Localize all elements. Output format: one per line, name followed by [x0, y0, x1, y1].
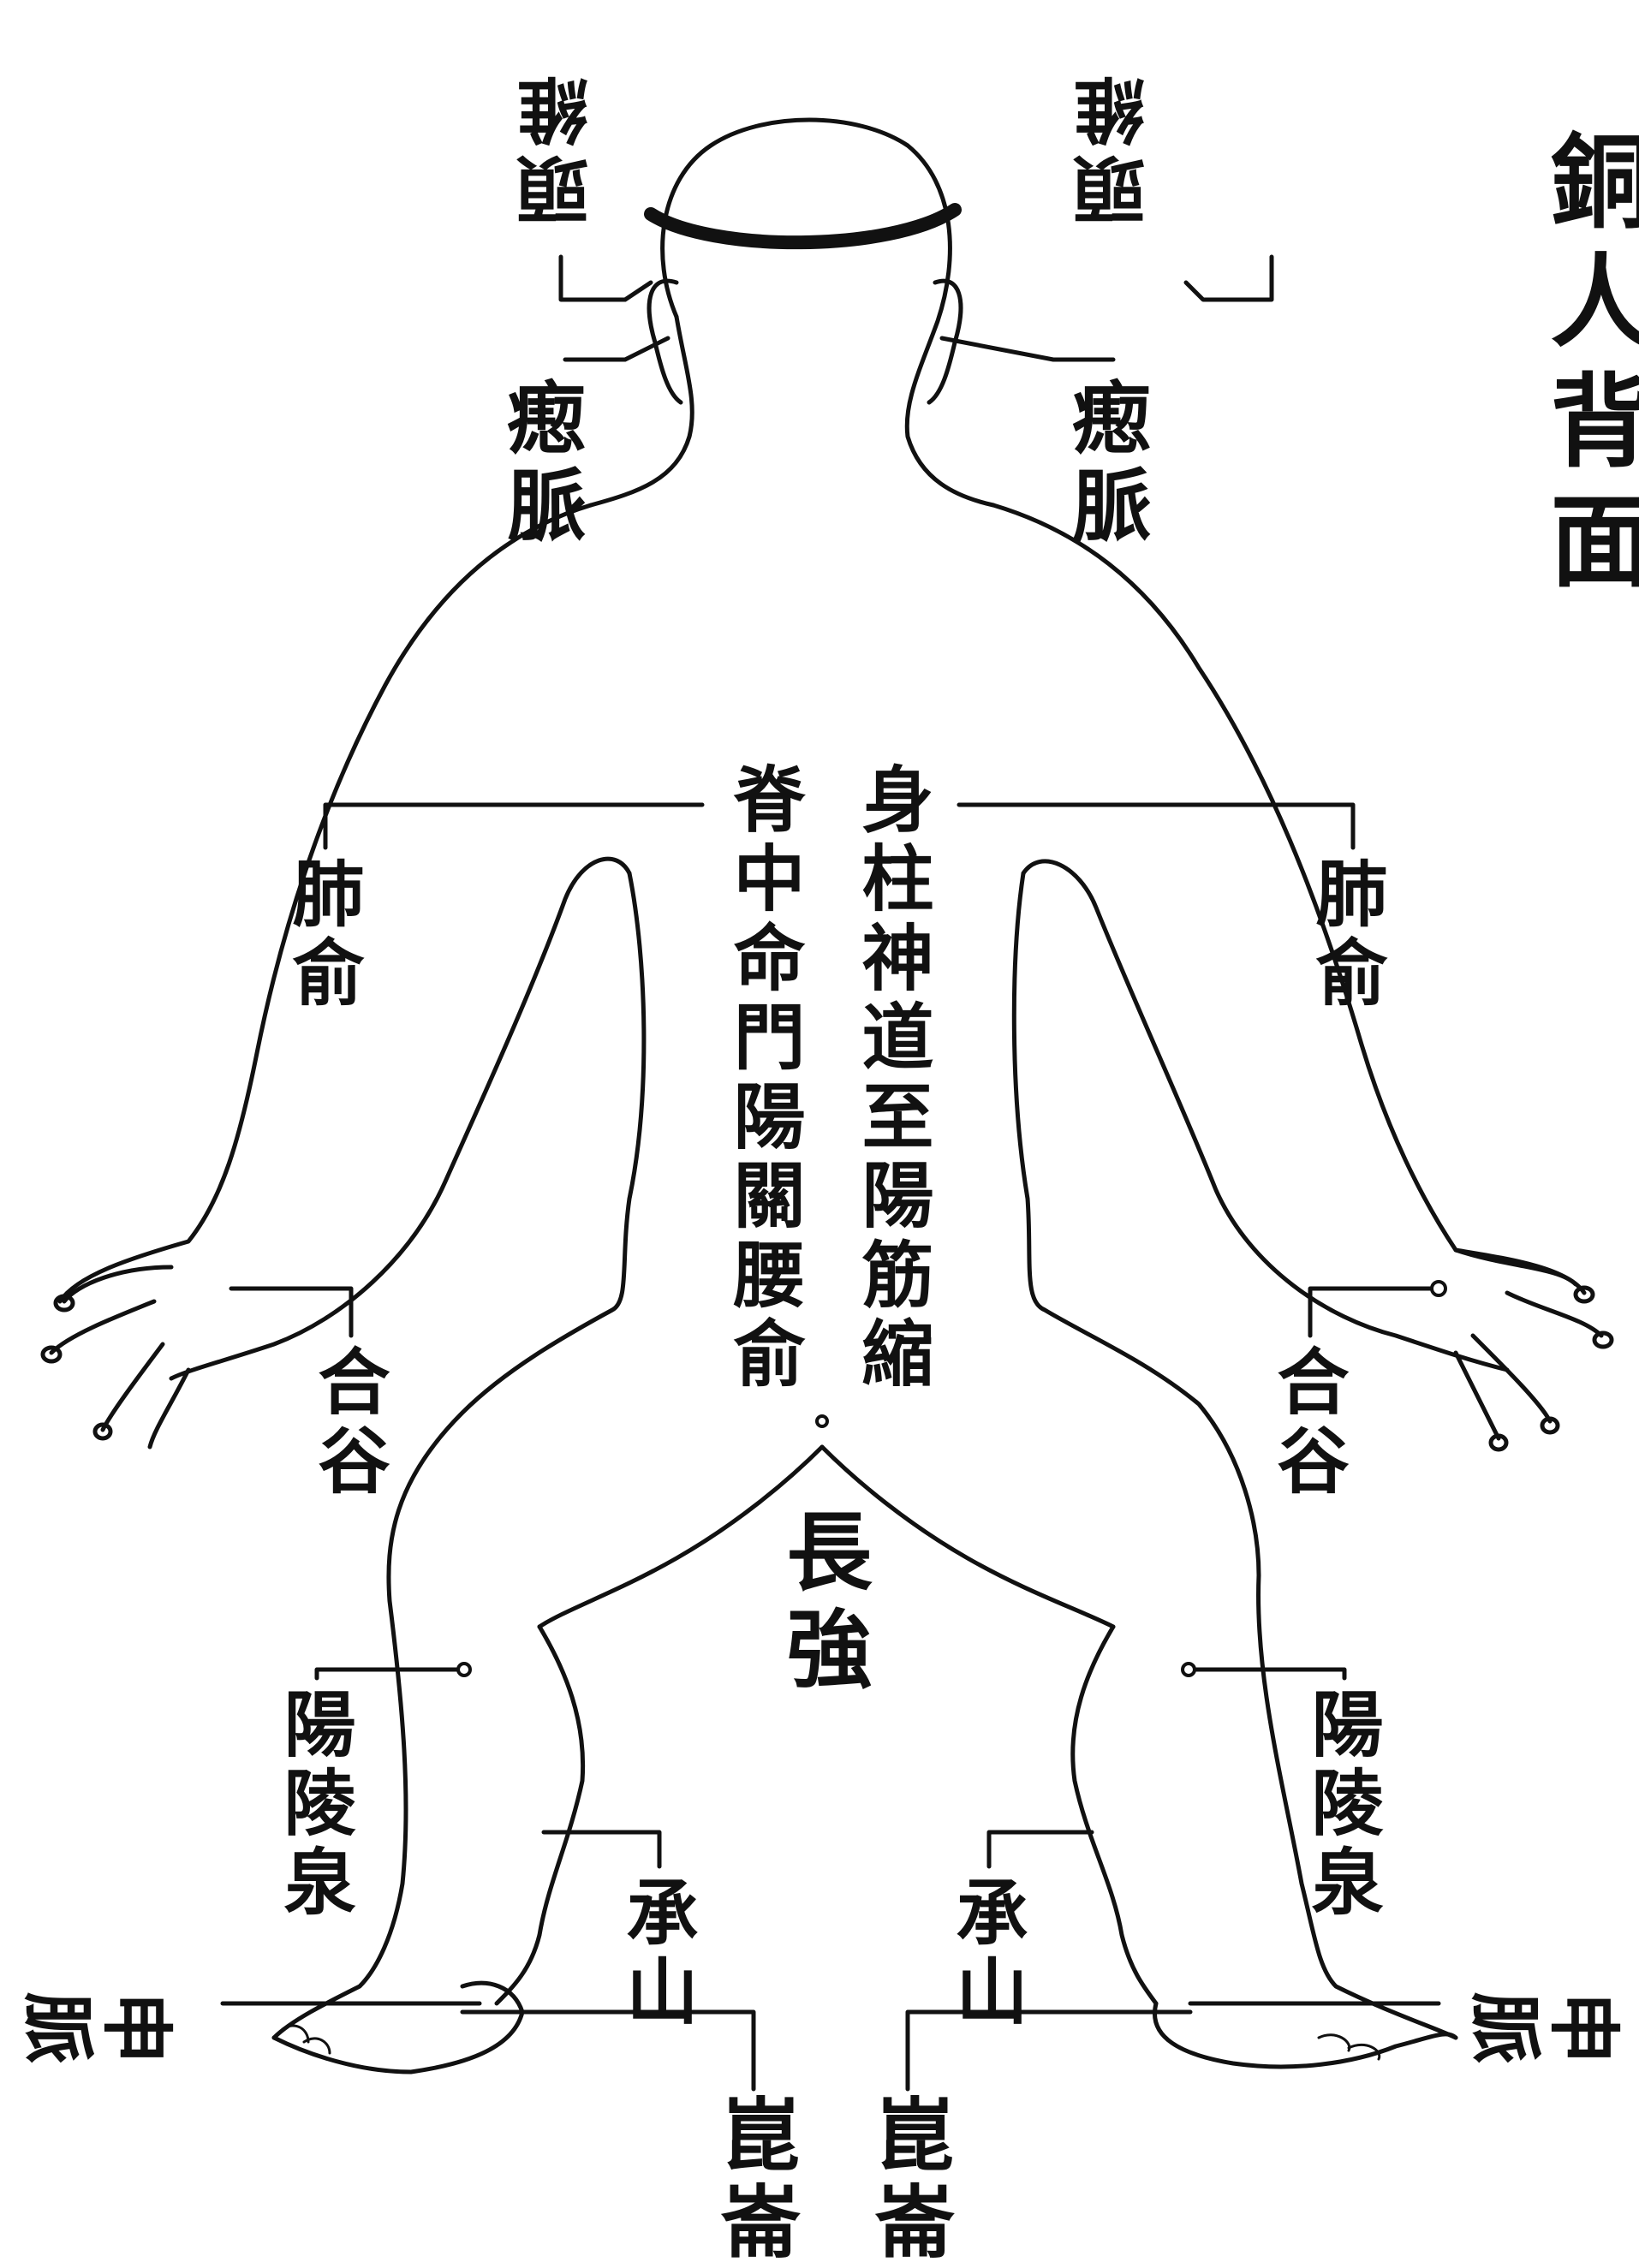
- hair-band: [644, 203, 962, 250]
- acupoint-yanglingquan-left: [456, 1662, 472, 1677]
- leader-feishu-left: [323, 802, 705, 850]
- label-yanglingquan-right: 陽陵泉: [1300, 1687, 1385, 1923]
- right-foot: [1153, 2001, 1458, 2069]
- label-changqiang: 長強: [772, 1507, 873, 1702]
- leader-yanglingquan-left: [314, 1667, 465, 1681]
- acupoint-changqiang: [815, 1414, 829, 1428]
- right-hand-fingers: [1453, 1247, 1604, 1441]
- label-shenmai-right: 申脈: [1464, 1980, 1622, 2065]
- label-chengshan-right: 承山: [945, 1875, 1029, 2033]
- label-spine-zhiyang: 至陽: [850, 1079, 935, 1236]
- acupoint-hegu-right: [1430, 1280, 1447, 1297]
- label-kunlun-right: 崑崙: [862, 2093, 955, 2268]
- label-spine-jinsuo: 筋縮: [850, 1237, 935, 1395]
- leader-kunlun-right: [905, 2009, 1193, 2092]
- left-torso-side: [271, 871, 647, 2040]
- label-feishu-right: 肺俞: [1304, 856, 1389, 1014]
- left-arm-inner: [169, 856, 632, 1381]
- label-touwei-left: 頭維: [516, 68, 600, 226]
- label-chimai-right: 瘛脈: [1059, 377, 1152, 551]
- label-hegu-right: 合谷: [1266, 1344, 1350, 1502]
- label-shenmai-left: 申脈: [17, 1980, 175, 2065]
- label-spine-shenzhu: 身柱: [850, 762, 935, 920]
- left-foot: [271, 1980, 525, 2075]
- label-spine-yangguan: 陽關: [722, 1079, 807, 1236]
- figure-title: 銅人背面: [1533, 128, 1639, 608]
- label-feishu-left: 肺俞: [281, 856, 366, 1014]
- leader-hegu-right: [1308, 1286, 1441, 1338]
- head-outline: [660, 117, 996, 508]
- label-spine-mingmen: 命門: [722, 920, 807, 1078]
- label-kunlun-left: 崑崙: [708, 2093, 801, 2268]
- label-spine-shendao: 神道: [850, 920, 935, 1078]
- right-toes: [1317, 2033, 1381, 2061]
- neck-left-outline: [588, 314, 694, 508]
- right-arm-inner: [1021, 859, 1510, 1372]
- leader-chimai-left: [563, 336, 670, 362]
- label-spine-jizhong: 脊中: [722, 762, 807, 920]
- label-hegu-left: 合谷: [307, 1344, 391, 1502]
- leader-chimai-right: [939, 336, 1116, 362]
- leader-chengshan-right: [986, 1830, 1094, 1869]
- label-chimai-left: 瘛脈: [494, 377, 587, 551]
- label-touwei-right: 頭維: [1072, 68, 1157, 226]
- leader-yanglingquan-right: [1188, 1667, 1347, 1681]
- leader-touwei-left: [558, 254, 653, 302]
- left-hand-fingers: [49, 1265, 191, 1449]
- label-spine-yaoshu: 腰俞: [722, 1237, 807, 1395]
- left-toes: [281, 2024, 331, 2055]
- label-yanglingquan-left: 陽陵泉: [272, 1687, 357, 1923]
- leader-touwei-right: [1183, 254, 1274, 302]
- leader-chengshan-left: [541, 1830, 662, 1869]
- leader-feishu-right: [957, 802, 1356, 850]
- crotch-outline: [537, 1444, 825, 1629]
- left-leg-inner: [494, 1624, 586, 2006]
- right-leg-inner: [1070, 1624, 1159, 2006]
- right-arm-outer: [991, 503, 1578, 1287]
- left-arm-outer: [57, 503, 593, 1304]
- crotch-outline-right: [820, 1444, 1116, 1629]
- leader-hegu-left: [229, 1286, 354, 1338]
- right-torso-side: [1011, 871, 1458, 2040]
- label-chengshan-left: 承山: [615, 1875, 700, 2033]
- leader-kunlun-left: [460, 2009, 756, 2092]
- acupoint-yanglingquan-right: [1181, 1662, 1196, 1677]
